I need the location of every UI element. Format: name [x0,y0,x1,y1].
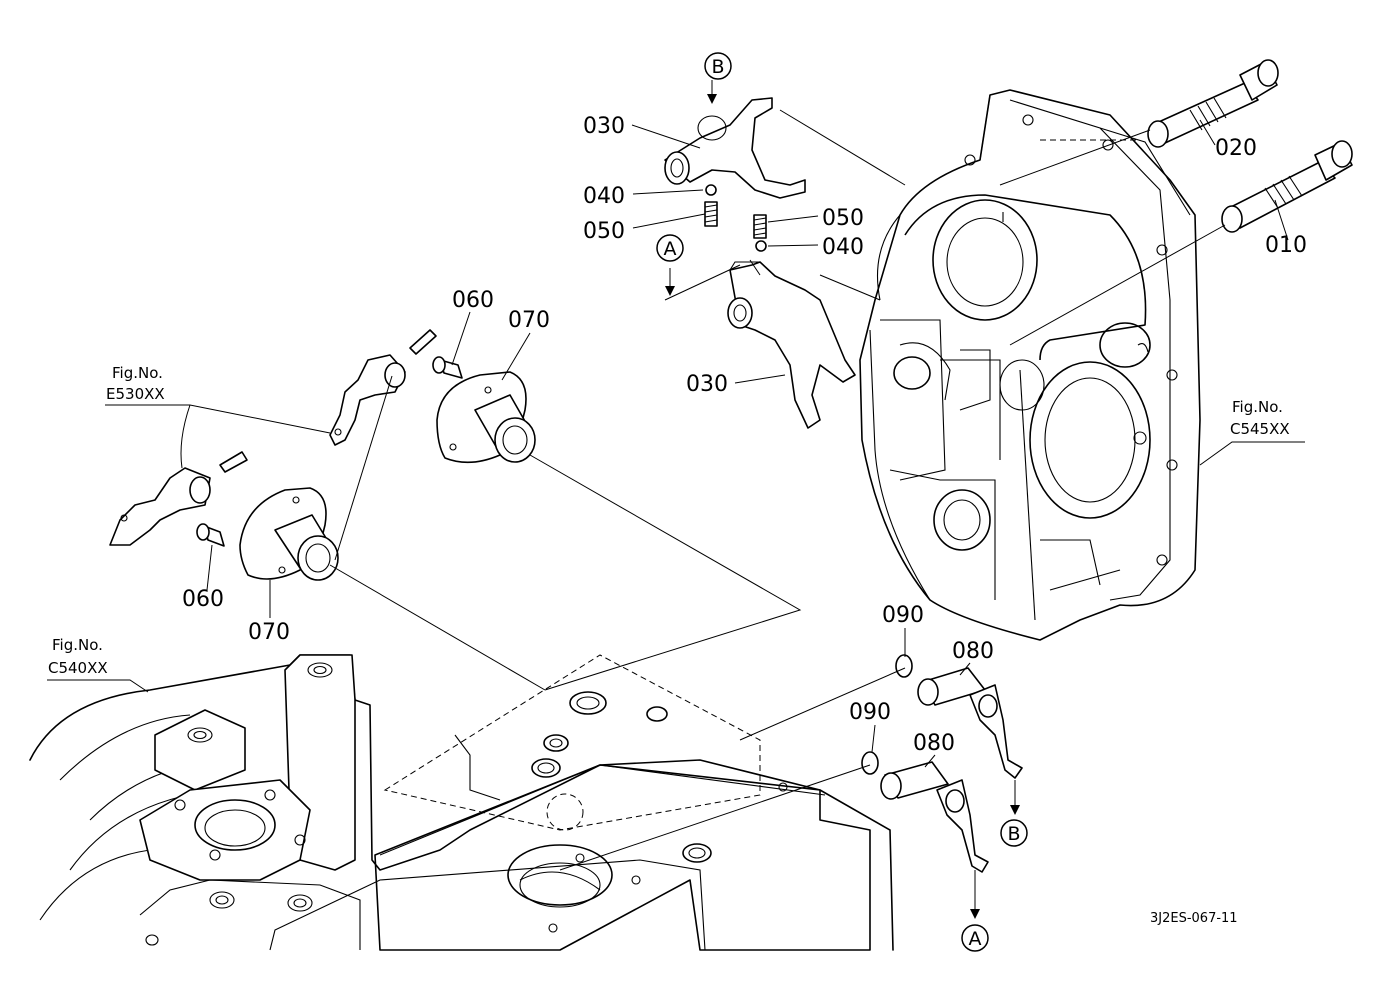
bolt-060-bottom [196,523,225,547]
ref-circle-b-bottom: B [1000,819,1028,847]
label-060-bottom: 060 [182,587,224,612]
svg-text:A: A [969,928,982,950]
svg-text:A: A [664,238,677,260]
arrow-marks [665,94,1020,919]
label-030-bottom: 030 [686,372,728,397]
gear-case-drawing [859,89,1201,641]
flanged-bushing-070-top [436,371,536,464]
label-040-top: 040 [583,184,625,209]
drawing-code: 3J2ES-067-11 [1150,911,1238,926]
label-070-bottom: 070 [248,620,290,645]
fig-ref-e530-label: Fig.No. [112,364,163,382]
label-090-bottom: 090 [849,700,891,725]
fig-ref-c540-label: Fig.No. [52,636,103,654]
lever-upper [329,329,437,446]
transmission-case-drawing [29,654,894,951]
label-050-bottom: 050 [822,206,864,231]
label-080-top: 080 [952,639,994,664]
label-040-bottom: 040 [822,235,864,260]
shift-shaft-010 [1221,140,1353,233]
leader-lines [47,80,1305,915]
ref-circle-a-mid: A [656,234,684,262]
detent-spring-050-bottom [753,214,767,239]
shift-arm-080-bottom [880,761,989,873]
label-070-top: 070 [508,308,550,333]
flanged-bushing-070-bottom [239,487,339,581]
lever-lower [109,451,248,546]
label-090-top: 090 [882,603,924,628]
shift-fork-030-top [664,97,806,199]
label-030-top: 030 [583,114,625,139]
o-ring-090-bottom [861,751,879,775]
label-020: 020 [1215,136,1257,161]
fig-ref-e530-code: E530XX [106,385,165,403]
shift-shaft-020 [1147,59,1279,148]
label-080-bottom: 080 [913,731,955,756]
detent-spring-050-top [704,201,718,227]
o-ring-090-top [895,654,913,678]
bolt-060-top [432,356,463,379]
svg-text:B: B [711,56,724,78]
svg-text:B: B [1007,823,1020,845]
ref-circle-b-top: B [704,52,732,80]
label-060-top: 060 [452,288,494,313]
fig-ref-c545-label: Fig.No. [1232,398,1283,416]
detent-ball-040-bottom [755,240,767,252]
label-050-top: 050 [583,219,625,244]
fig-ref-c545-code: C545XX [1230,420,1290,438]
fig-ref-c540-code: C540XX [48,659,108,677]
detent-ball-040-top [705,184,717,196]
shift-fork-030-bottom [727,261,856,429]
shift-arm-080-top [917,667,1023,779]
label-010: 010 [1265,233,1307,258]
ref-circle-a-bottom: A [961,924,989,952]
